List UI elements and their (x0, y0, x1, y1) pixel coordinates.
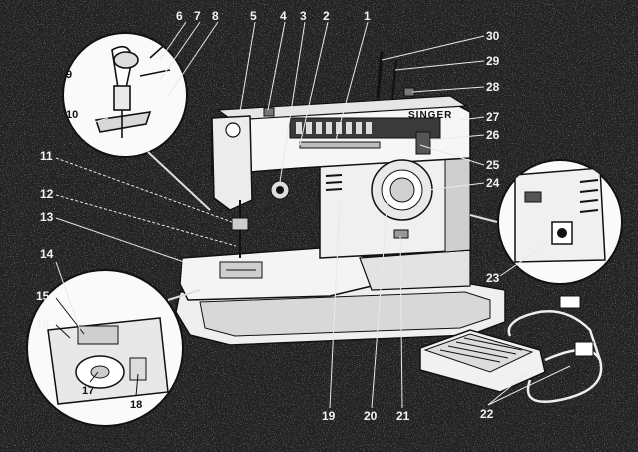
spool-pin-2 (391, 59, 397, 101)
callout-26: 26 (486, 128, 500, 142)
callout-2: 2 (323, 9, 330, 23)
stitch-lever-slot (299, 141, 381, 149)
callout-labels: 6 7 8 5 4 3 2 1 30 29 28 27 26 25 24 23 … (36, 9, 500, 423)
foot-controller (419, 329, 546, 393)
inset-bobbin (26, 269, 184, 427)
callout-15: 15 (36, 289, 50, 303)
callout-25: 25 (486, 158, 500, 172)
callout-19: 19 (322, 409, 336, 423)
callout-10: 10 (66, 109, 78, 121)
callout-1: 1 (364, 9, 371, 23)
thread-guide (263, 107, 275, 117)
callout-8: 8 (212, 9, 219, 23)
cord-plug (574, 341, 594, 357)
callout-12: 12 (40, 187, 54, 201)
callout-30: 30 (486, 29, 500, 43)
callout-21: 21 (396, 409, 410, 423)
hand-wheel (371, 159, 433, 221)
brand-logo: SINGER (408, 110, 452, 121)
inset-side-panel (497, 159, 623, 285)
spool-pin (376, 51, 384, 99)
callout-6: 6 (176, 9, 183, 23)
singer-badge (225, 122, 241, 138)
callout-27: 27 (486, 110, 500, 124)
inset-connector-top (147, 151, 211, 211)
callout-24: 24 (486, 176, 500, 190)
callout-18: 18 (130, 399, 142, 411)
power-switch (393, 229, 409, 239)
callout-7: 7 (194, 9, 201, 23)
inset-presser-foot (62, 32, 188, 158)
base-tray (199, 291, 491, 337)
callout-16: 16 (36, 317, 50, 331)
callout-17: 17 (82, 385, 94, 397)
callout-4: 4 (280, 9, 287, 23)
callout-9: 9 (66, 69, 72, 81)
callout-28: 28 (486, 80, 500, 94)
inset-connector-bottom (167, 289, 201, 301)
inset-connector-right (469, 214, 498, 223)
callout-14: 14 (40, 247, 54, 261)
leader-lines (55, 21, 571, 409)
callout-29: 29 (486, 54, 500, 68)
wall-plug (559, 295, 581, 309)
power-cord (507, 310, 602, 361)
callout-20: 20 (364, 409, 378, 423)
callout-23: 23 (486, 271, 500, 285)
callout-22: 22 (480, 407, 494, 421)
callout-11: 11 (40, 149, 53, 163)
side-vents (325, 174, 343, 191)
stitch-length-dial (415, 131, 431, 155)
callout-5: 5 (250, 9, 257, 23)
callout-3: 3 (300, 9, 307, 23)
callout-13: 13 (40, 210, 54, 224)
